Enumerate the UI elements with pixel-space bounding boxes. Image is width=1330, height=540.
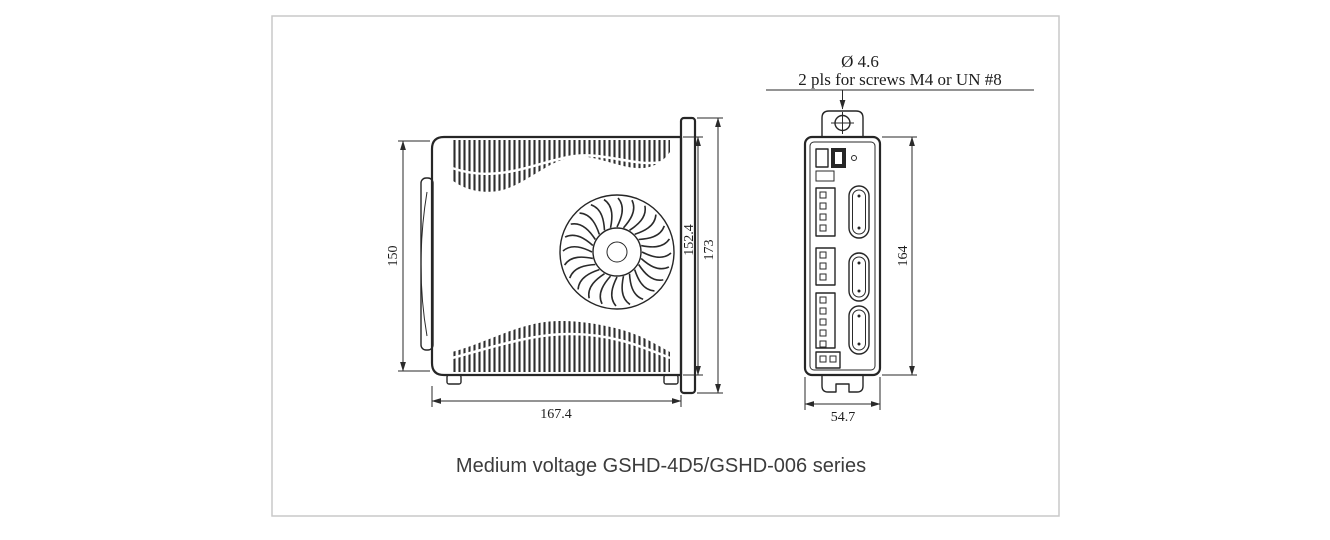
dsub-pin: [857, 289, 861, 293]
terminal-pin: [819, 307, 827, 315]
display-switch: [815, 148, 829, 168]
terminal-pin: [819, 296, 827, 304]
status-led: [851, 155, 857, 161]
dsub-pin: [857, 194, 861, 198]
dim-label-54-7: 54.7: [831, 410, 856, 425]
dsub-pin: [857, 226, 861, 230]
fins-bottom-wave: [451, 332, 671, 360]
front-body-outline: [803, 135, 882, 377]
aux-connector: [815, 170, 835, 182]
mounting-flange: [679, 116, 697, 395]
terminal-pin: [819, 318, 827, 326]
terminal-pin: [819, 273, 827, 281]
screw-note: Ø 4.6 2 pls for screws M4 or UN #8: [766, 52, 1034, 110]
terminal-block-2: [815, 247, 836, 286]
terminal-pin: [819, 355, 827, 363]
top-mounting-tab: [821, 110, 864, 137]
dsub-insert: [852, 309, 866, 351]
display-digit: [835, 152, 842, 164]
dim-side-body-height: 152.4: [682, 136, 703, 376]
foot-left: [446, 374, 462, 385]
dsub-connector-1: [848, 185, 870, 239]
dim-side-inner-height: 150: [386, 140, 430, 372]
cooling-fins-top: [451, 140, 671, 192]
dsub-insert: [852, 189, 866, 235]
dsub-pin: [857, 342, 861, 346]
terminal-block-outline: [815, 292, 836, 349]
dim-side-total-height: 173: [697, 117, 723, 394]
terminal-pin: [819, 329, 827, 337]
dim-label-152-4: 152.4: [682, 224, 697, 256]
front-view: [803, 110, 882, 393]
terminal-pin: [819, 213, 827, 221]
dsub-insert: [852, 256, 866, 298]
power-terminal: [815, 351, 841, 369]
dim-label-164: 164: [896, 246, 911, 267]
dim-front-width: 54.7: [804, 377, 881, 425]
dim-side-width: 167.4: [431, 386, 682, 422]
bottom-mounting-tab: [821, 375, 864, 393]
front-panel-face: [809, 141, 876, 371]
dsub-connector-2: [848, 252, 870, 302]
terminal-block-outline: [815, 187, 836, 237]
fins-top-wave: [451, 154, 671, 176]
cooling-fins-bottom: [451, 321, 671, 372]
dsub-shell: [848, 305, 870, 355]
fins-top-field: [452, 140, 670, 192]
side-view: [420, 116, 697, 395]
side-body-outline: [430, 135, 683, 377]
seven-segment-display: [815, 148, 857, 168]
hole-diameter-label: Ø 4.6: [841, 52, 879, 71]
cooling-fan: [559, 194, 675, 310]
dsub-pin: [857, 261, 861, 265]
foot-right: [663, 374, 679, 385]
screw-hole-marker: [831, 112, 854, 134]
dsub-shell: [848, 252, 870, 302]
dim-label-167-4: 167.4: [540, 407, 572, 422]
dim-label-150: 150: [386, 246, 401, 267]
terminal-block-outline: [815, 247, 836, 286]
power-terminal-outline: [815, 351, 841, 369]
terminal-pin: [819, 224, 827, 232]
top-tab-outline: [821, 110, 864, 137]
terminal-pin: [819, 202, 827, 210]
terminal-pin: [829, 355, 837, 363]
terminal-block-3: [815, 292, 836, 349]
drawing-caption: Medium voltage GSHD-4D5/GSHD-006 series: [456, 455, 866, 477]
dsub-connector-3: [848, 305, 870, 355]
terminal-pin: [819, 191, 827, 199]
dim-label-173: 173: [702, 240, 717, 261]
terminal-pin: [819, 262, 827, 270]
terminal-pin: [819, 251, 827, 259]
fan-hub-hole: [606, 241, 628, 263]
retaining-clip: [420, 177, 434, 351]
fan-hub: [592, 227, 642, 277]
terminal-pin: [819, 340, 827, 348]
fins-bottom-field: [452, 321, 670, 372]
terminal-block-1: [815, 187, 836, 237]
dim-front-height: 164: [882, 136, 917, 376]
dsub-pin: [857, 314, 861, 318]
clip-wire: [420, 191, 428, 337]
screw-note-label: 2 pls for screws M4 or UN #8: [798, 70, 1002, 89]
dsub-shell: [848, 185, 870, 239]
